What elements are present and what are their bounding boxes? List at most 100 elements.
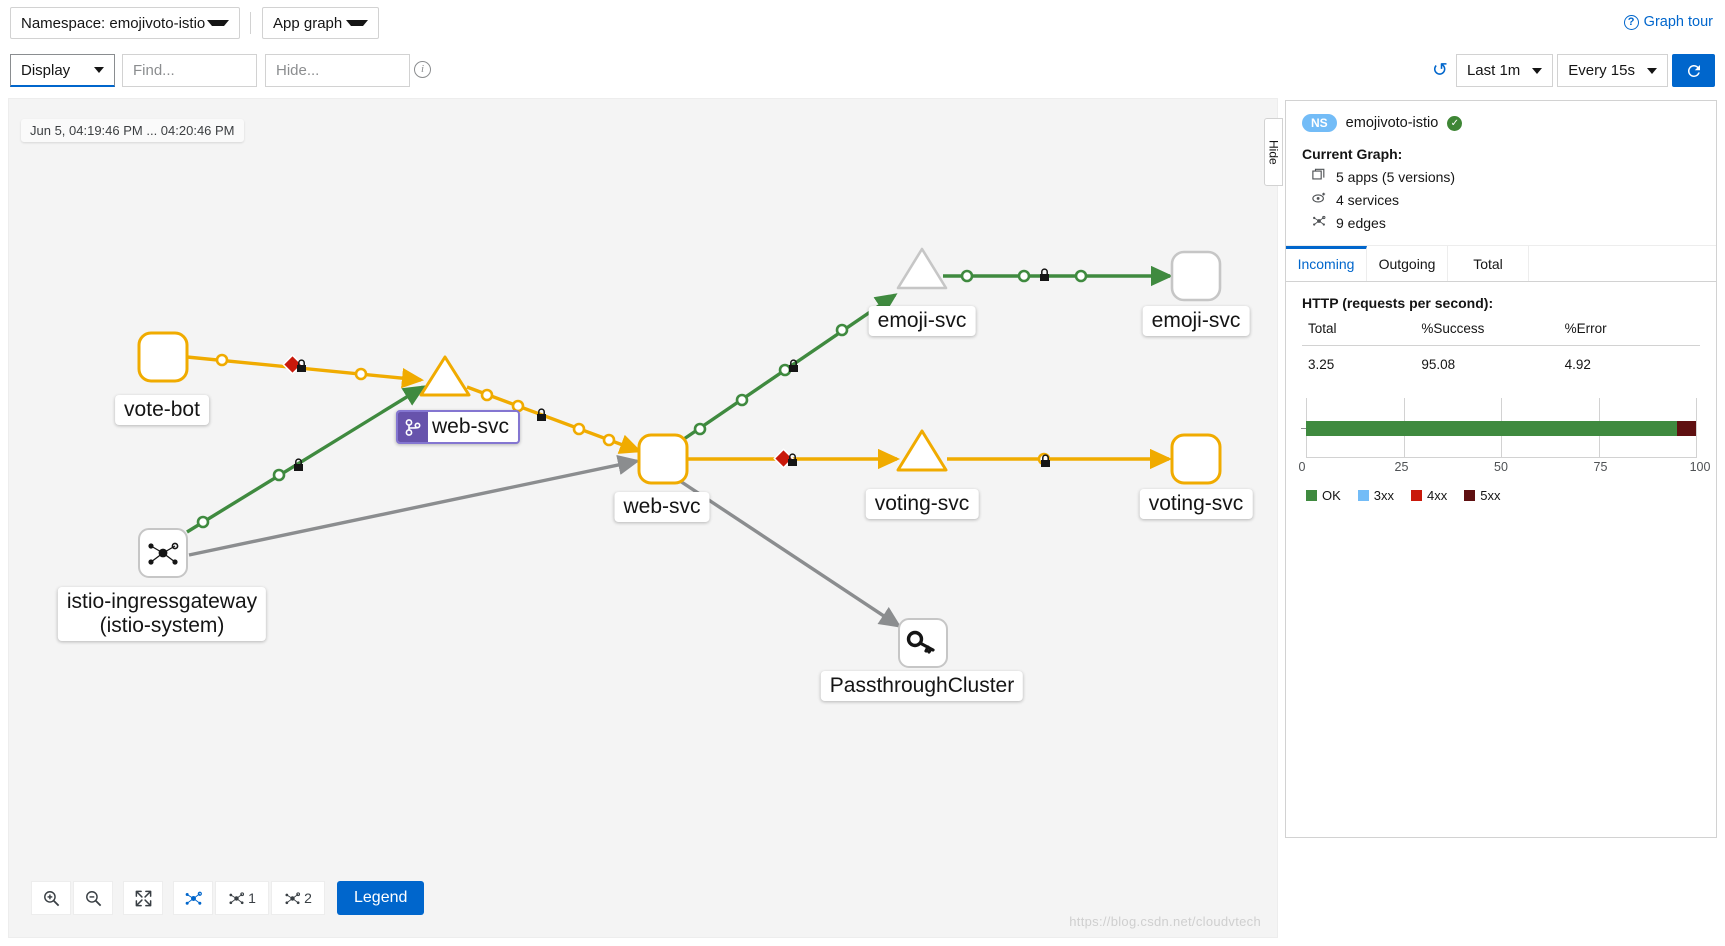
node-web-svc-service[interactable] <box>419 355 471 397</box>
node-label-web-svc-service-text: web-svc <box>431 415 510 438</box>
namespace-badge: NS <box>1302 114 1337 132</box>
info-icon[interactable]: i <box>414 61 431 78</box>
refresh-interval-select[interactable]: Every 15s <box>1557 54 1668 87</box>
node-label-passthrough-cluster[interactable]: PassthroughCluster <box>820 671 1024 702</box>
lock-icon <box>789 359 798 372</box>
find-input[interactable] <box>122 54 257 87</box>
layout-1-button[interactable]: 1 <box>215 881 269 915</box>
table-header-row: Total %Success %Error <box>1302 321 1700 346</box>
edge-web-svc-to-voting-svc[interactable] <box>687 448 901 470</box>
tab-incoming[interactable]: Incoming <box>1286 246 1367 281</box>
fit-to-screen-button[interactable] <box>123 881 163 915</box>
node-voting-svc-service[interactable] <box>896 429 948 472</box>
tab-total[interactable]: Total <box>1448 246 1529 281</box>
chevron-down-icon <box>94 67 104 73</box>
node-label-emoji-svc-service[interactable]: emoji-svc <box>868 306 976 337</box>
chart-gridline <box>1696 398 1697 458</box>
edge-emoji-svc-service-to-emoji-svc-app[interactable] <box>943 265 1174 287</box>
lock-icon <box>297 359 306 372</box>
node-emoji-svc-app[interactable] <box>1170 250 1222 302</box>
chart-y-tick <box>1301 428 1306 429</box>
edge-vote-bot-to-web-svc[interactable] <box>186 353 425 389</box>
chart-bar-stack <box>1301 421 1696 436</box>
chart-legend-swatch <box>1411 490 1423 501</box>
edge-web-svc-to-emoji-svc[interactable] <box>680 293 898 443</box>
node-emoji-svc-service[interactable] <box>896 247 948 290</box>
node-label-web-svc-service[interactable]: web-svc <box>395 410 521 445</box>
chart-legend-item[interactable]: 3xx <box>1357 488 1394 503</box>
chart-tick-label: 100 <box>1689 460 1711 474</box>
namespace-row: NS emojivoto-istio ✓ <box>1302 114 1700 132</box>
summary-item-apps: 5 apps (5 versions) <box>1311 168 1700 185</box>
graph-toolbar: Display i ↺ Last 1m Every 15s <box>0 46 1725 94</box>
virtual-service-icon <box>397 412 428 443</box>
key-icon <box>906 630 935 654</box>
edge-ingressgateway-to-web-svc-app[interactable] <box>188 454 640 557</box>
refresh-icon <box>1687 64 1700 77</box>
namespace-select-label: Namespace: emojivoto-istio <box>21 14 206 32</box>
http-stats-table: Total %Success %Error 3.25 95.08 4.92 <box>1302 321 1700 372</box>
node-istio-ingressgateway[interactable] <box>138 528 188 578</box>
chart-legend-item[interactable]: 5xx <box>1464 488 1501 503</box>
display-dropdown-button[interactable]: Display <box>10 54 115 87</box>
node-voting-svc-app[interactable] <box>1170 433 1222 485</box>
graph-bottom-toolbar: 1 2 Legend <box>31 881 425 915</box>
chart-legend-label: 5xx <box>1480 488 1501 503</box>
node-label-vote-bot[interactable]: vote-bot <box>115 395 209 426</box>
chart-legend-item[interactable]: OK <box>1306 488 1341 503</box>
mesh-icon <box>148 542 179 565</box>
legend-button-label: Legend <box>354 889 408 906</box>
header-divider <box>250 12 251 34</box>
side-panel-tabs: Incoming Outgoing Total <box>1286 246 1716 282</box>
graph-type-select[interactable]: App graph <box>262 7 379 39</box>
time-range-select[interactable]: Last 1m <box>1455 54 1554 87</box>
zoom-out-button[interactable] <box>73 881 113 915</box>
lock-icon <box>788 453 797 466</box>
edge-ingressgateway-to-web-svc[interactable] <box>186 385 426 534</box>
node-label-emoji-svc-app[interactable]: emoji-svc <box>1142 306 1250 337</box>
edges-icon <box>1311 214 1327 231</box>
summary-edges-text: 9 edges <box>1336 214 1386 231</box>
refresh-button[interactable] <box>1672 54 1715 87</box>
node-label-istio-ingressgateway[interactable]: istio-ingressgateway (istio-system) <box>57 587 267 642</box>
side-panel-header: NS emojivoto-istio ✓ Current Graph: 5 ap… <box>1286 101 1716 246</box>
chart-tick-label: 0 <box>1298 460 1306 474</box>
time-range-label: Last 1m <box>1466 62 1521 79</box>
node-label-voting-svc-service[interactable]: voting-svc <box>865 489 979 520</box>
tab-outgoing[interactable]: Outgoing <box>1367 246 1448 281</box>
graph-canvas[interactable]: Jun 5, 04:19:46 PM ... 04:20:46 PM <box>8 98 1278 938</box>
summary-apps-text: 5 apps (5 versions) <box>1336 168 1456 185</box>
node-label-web-svc-app[interactable]: web-svc <box>614 492 710 523</box>
layout-2-button[interactable]: 2 <box>271 881 325 915</box>
side-panel-toggle[interactable]: Hide <box>1264 118 1283 186</box>
namespace-select[interactable]: Namespace: emojivoto-istio <box>10 7 240 39</box>
zoom-in-button[interactable] <box>31 881 71 915</box>
node-vote-bot[interactable] <box>137 331 189 383</box>
chart-baseline <box>1306 457 1696 458</box>
node-web-svc-app[interactable] <box>637 433 689 485</box>
apps-icon <box>1311 168 1327 185</box>
graph-tour-label: Graph tour <box>1643 14 1713 30</box>
side-panel-body: HTTP (requests per second): Total %Succe… <box>1286 282 1716 503</box>
chart-legend-item[interactable]: 4xx <box>1411 488 1447 503</box>
history-icon[interactable]: ↺ <box>1432 60 1448 81</box>
zoom-in-icon <box>43 890 59 906</box>
http-metrics-title: HTTP (requests per second): <box>1302 295 1494 311</box>
value-success: 95.08 <box>1421 345 1565 372</box>
legend-button[interactable]: Legend <box>337 881 425 915</box>
layout-dagre-button[interactable] <box>173 881 213 915</box>
services-icon <box>1311 191 1327 208</box>
node-label-voting-svc-app[interactable]: voting-svc <box>1139 489 1253 520</box>
edge-voting-svc-service-to-voting-svc-app[interactable] <box>947 448 1173 470</box>
chevron-down-icon <box>346 20 368 26</box>
topology-icon <box>229 891 245 904</box>
chart-bar-segment-5xx <box>1676 421 1696 436</box>
question-circle-icon: ? <box>1623 14 1639 30</box>
value-total: 3.25 <box>1302 345 1422 372</box>
edge-web-svc-to-passthrough-cluster[interactable] <box>676 477 902 628</box>
graph-tour-link[interactable]: ? Graph tour <box>1623 14 1713 30</box>
hide-input[interactable] <box>265 54 410 87</box>
node-passthrough-cluster[interactable] <box>898 618 948 668</box>
edge-web-svc-service-to-web-svc-app[interactable] <box>466 385 642 454</box>
